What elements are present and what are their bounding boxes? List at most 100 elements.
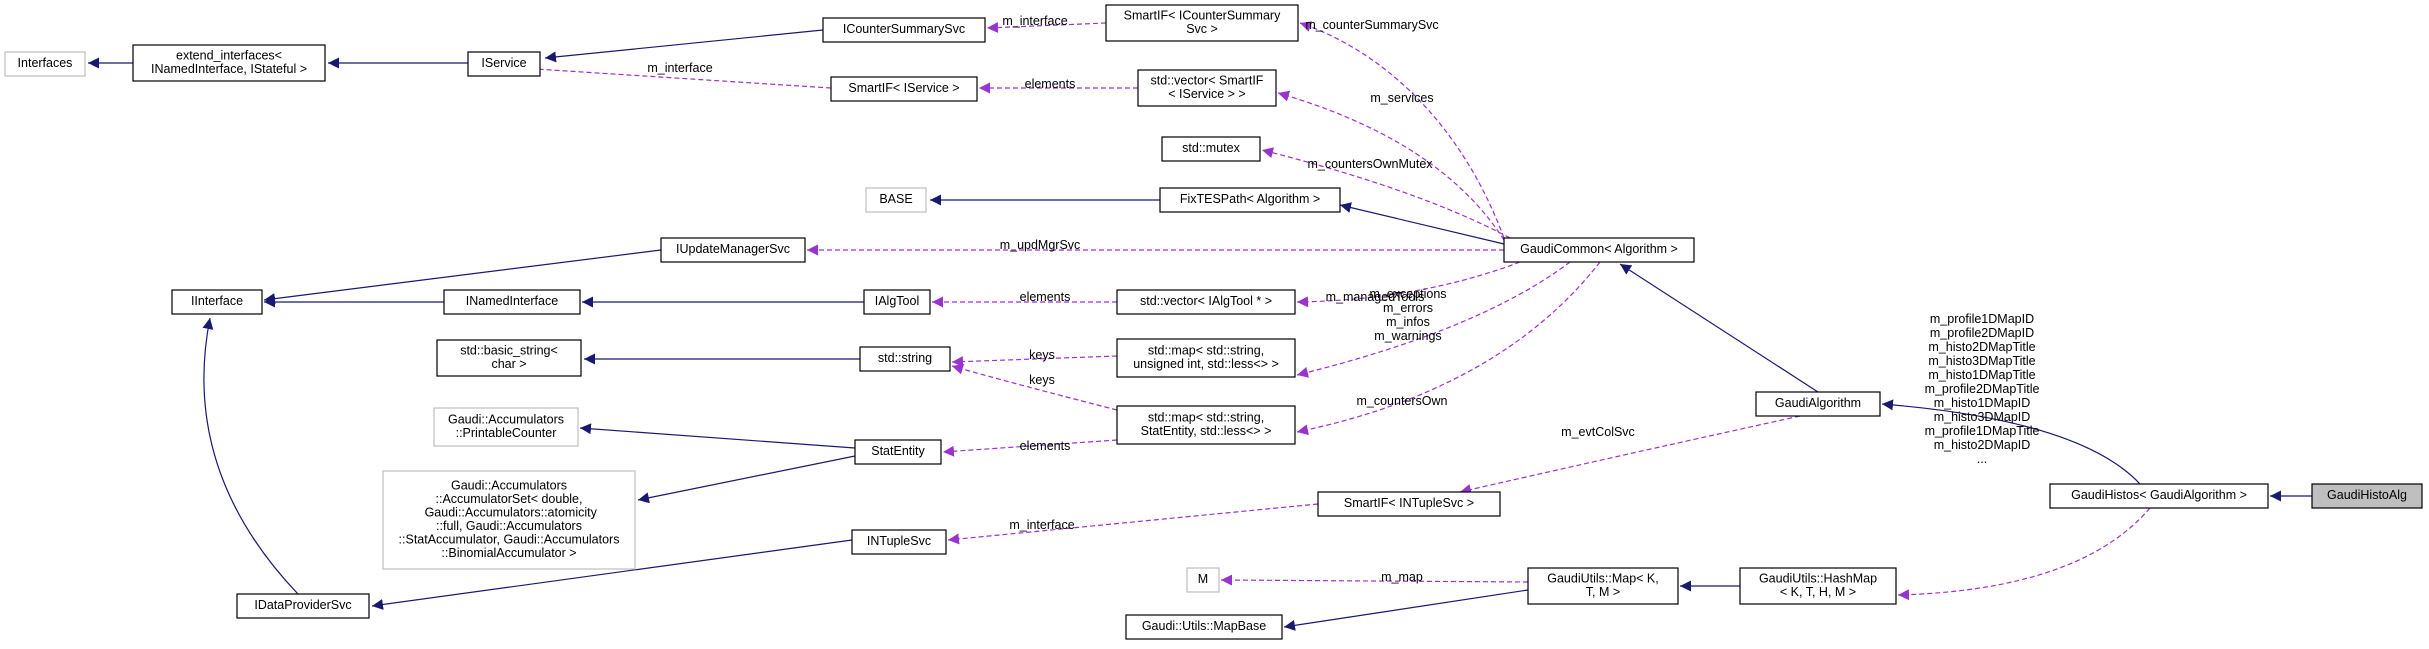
- class-node-box: [1527, 567, 1679, 605]
- class-node-box: [2049, 483, 2269, 509]
- class-node-box: [1116, 405, 1296, 445]
- class-node-label-line: GaudiCommon< Algorithm >: [1520, 242, 1678, 256]
- class-node-basic-string[interactable]: std::basic_string<char >: [436, 339, 582, 377]
- edge-label-m-interface-counter: m_interface: [1002, 14, 1067, 28]
- class-node-box: [1116, 289, 1296, 315]
- class-node-label-line: std::string: [878, 351, 932, 365]
- class-node-label-line: ::full, Gaudi::Accumulators: [436, 519, 582, 533]
- edge-label-elements-statentity: elements: [1020, 439, 1071, 453]
- usage-edge-19: [1299, 21, 1505, 239]
- class-node-interfaces[interactable]: Interfaces: [4, 51, 86, 77]
- class-node-box: [865, 187, 927, 213]
- class-node-box: [1503, 237, 1695, 263]
- class-node-iupdatemanagersvc[interactable]: IUpdateManagerSvc: [660, 237, 806, 263]
- class-node-label-line: char >: [491, 357, 526, 371]
- class-node-label-line: ::PrintableCounter: [456, 426, 557, 440]
- edge-label-line: m_histo2DMapID: [1934, 438, 2031, 452]
- class-node-fixtespath[interactable]: FixTESPath< Algorithm >: [1159, 187, 1341, 213]
- class-node-label: GaudiUtils::HashMap< K, T, H, M >: [1759, 572, 1877, 600]
- class-node-label: GaudiHistoAlg: [2327, 488, 2407, 502]
- usage-edge-34: [1220, 574, 1529, 586]
- edge-label-line: m_histo1DMapID: [1934, 396, 2031, 410]
- class-node-iservice[interactable]: IService: [467, 51, 541, 77]
- class-node-box: [822, 17, 986, 43]
- class-node-label-line: std::basic_string<: [460, 344, 558, 358]
- class-node-label-line: SmartIF< IService >: [848, 81, 959, 95]
- usage-edge-35: [1897, 507, 2151, 601]
- class-node-label-line: unsigned int, std::less<> >: [1133, 357, 1279, 371]
- class-node-label-line: INamedInterface, IStateful >: [151, 62, 307, 76]
- class-node-iinterface[interactable]: IInterface: [171, 289, 263, 315]
- edge-label-elements-algtool: elements: [1020, 290, 1071, 304]
- class-node-extend-interfaces[interactable]: extend_interfaces<INamedInterface, IStat…: [132, 44, 326, 82]
- class-node-box: [171, 289, 263, 315]
- edge-label-line: m_profile2DMapID: [1930, 326, 2034, 340]
- class-node-box: [436, 339, 582, 377]
- edge-label-keys-statentity: keys: [1029, 373, 1055, 387]
- class-node-string[interactable]: std::string: [859, 346, 951, 372]
- class-node-box: [1159, 187, 1341, 213]
- class-node-box: [1116, 338, 1296, 378]
- class-node-label: std::mutex: [1182, 141, 1240, 155]
- class-node-vector-smartif-iservice[interactable]: std::vector< SmartIF< IService > >: [1137, 69, 1277, 107]
- class-node-label-line: IUpdateManagerSvc: [676, 242, 790, 256]
- class-node-box: [863, 289, 931, 315]
- class-node-label-line: IService: [481, 56, 526, 70]
- edge-label-line: m_profile2DMapTitle: [1925, 382, 2040, 396]
- class-node-label: BASE: [879, 192, 912, 206]
- class-node-statentity[interactable]: StatEntity: [854, 439, 942, 465]
- edge-label-m-services: m_services: [1370, 91, 1433, 105]
- class-node-icountersummarysvc[interactable]: ICounterSummarySvc: [822, 17, 986, 43]
- class-node-m[interactable]: M: [1186, 567, 1220, 593]
- class-node-idataprovidersvc[interactable]: IDataProviderSvc: [236, 593, 370, 619]
- class-node-gaudialgorithm[interactable]: GaudiAlgorithm: [1755, 391, 1881, 417]
- class-node-printablecounter[interactable]: Gaudi::Accumulators::PrintableCounter: [433, 407, 579, 447]
- class-node-box: [1137, 69, 1277, 107]
- class-node-box: [1755, 391, 1881, 417]
- class-node-accumulatorset[interactable]: Gaudi::Accumulators::AccumulatorSet< dou…: [382, 470, 636, 570]
- class-node-label-line: < IService > >: [1168, 87, 1245, 101]
- class-node-label: std::map< std::string,StatEntity, std::l…: [1141, 411, 1272, 439]
- edge-label-line: m_warnings: [1374, 329, 1441, 343]
- class-node-label-line: std::vector< IAlgTool * >: [1140, 294, 1272, 308]
- class-node-mapbase[interactable]: Gaudi::Utils::MapBase: [1125, 614, 1283, 640]
- class-node-mutex[interactable]: std::mutex: [1161, 136, 1261, 162]
- class-node-intuplesvc[interactable]: INTupleSvc: [851, 529, 947, 555]
- class-node-label-line: ICounterSummarySvc: [843, 22, 965, 36]
- class-node-smartif-iservice[interactable]: SmartIF< IService >: [830, 76, 978, 102]
- usage-edge-29: [1296, 261, 1571, 378]
- edge-label-m-interface-service: m_interface: [647, 61, 712, 75]
- class-node-label: std::map< std::string,unsigned int, std:…: [1133, 344, 1279, 372]
- edge-label-m-interface-ntuple: m_interface: [1009, 518, 1074, 532]
- class-node-map-string-uint[interactable]: std::map< std::string,unsigned int, std:…: [1116, 338, 1296, 378]
- class-node-smartif-intuplesvc[interactable]: SmartIF< INTupleSvc >: [1317, 491, 1501, 517]
- edge-label-m-countersOwn: m_countersOwn: [1356, 394, 1447, 408]
- class-node-gaudiutils-hashmap[interactable]: GaudiUtils::HashMap< K, T, H, M >: [1739, 567, 1897, 605]
- class-node-box: [859, 346, 951, 372]
- class-node-label: IAlgTool: [875, 294, 919, 308]
- class-node-inamedinterface[interactable]: INamedInterface: [443, 289, 581, 315]
- edge-label-line: m_exceptions: [1369, 287, 1446, 301]
- class-node-label: SmartIF< IService >: [848, 81, 959, 95]
- class-node-gaudicommon[interactable]: GaudiCommon< Algorithm >: [1503, 237, 1695, 263]
- class-node-label: extend_interfaces<INamedInterface, IStat…: [151, 49, 307, 77]
- class-node-map-string-statentity[interactable]: std::map< std::string,StatEntity, std::l…: [1116, 405, 1296, 445]
- edge-label-line: keys: [1029, 348, 1055, 362]
- class-node-gaudihistoalg[interactable]: GaudiHistoAlg: [2311, 483, 2423, 509]
- class-node-box: [132, 44, 326, 82]
- edge-label-line: m_interface: [1002, 14, 1067, 28]
- class-node-gaudiutils-map[interactable]: GaudiUtils::Map< K,T, M >: [1527, 567, 1679, 605]
- class-node-ialgtool[interactable]: IAlgTool: [863, 289, 931, 315]
- class-node-vector-ialgtool[interactable]: std::vector< IAlgTool * >: [1116, 289, 1296, 315]
- usage-edge-23: [1261, 147, 1511, 239]
- class-node-gaudihistos[interactable]: GaudiHistos< GaudiAlgorithm >: [2049, 483, 2269, 509]
- class-node-label-line: Gaudi::Accumulators::atomicity: [421, 506, 598, 520]
- edge-label-line: m_errors: [1383, 301, 1433, 315]
- class-node-label: SmartIF< INTupleSvc >: [1344, 496, 1474, 510]
- class-node-base[interactable]: BASE: [865, 187, 927, 213]
